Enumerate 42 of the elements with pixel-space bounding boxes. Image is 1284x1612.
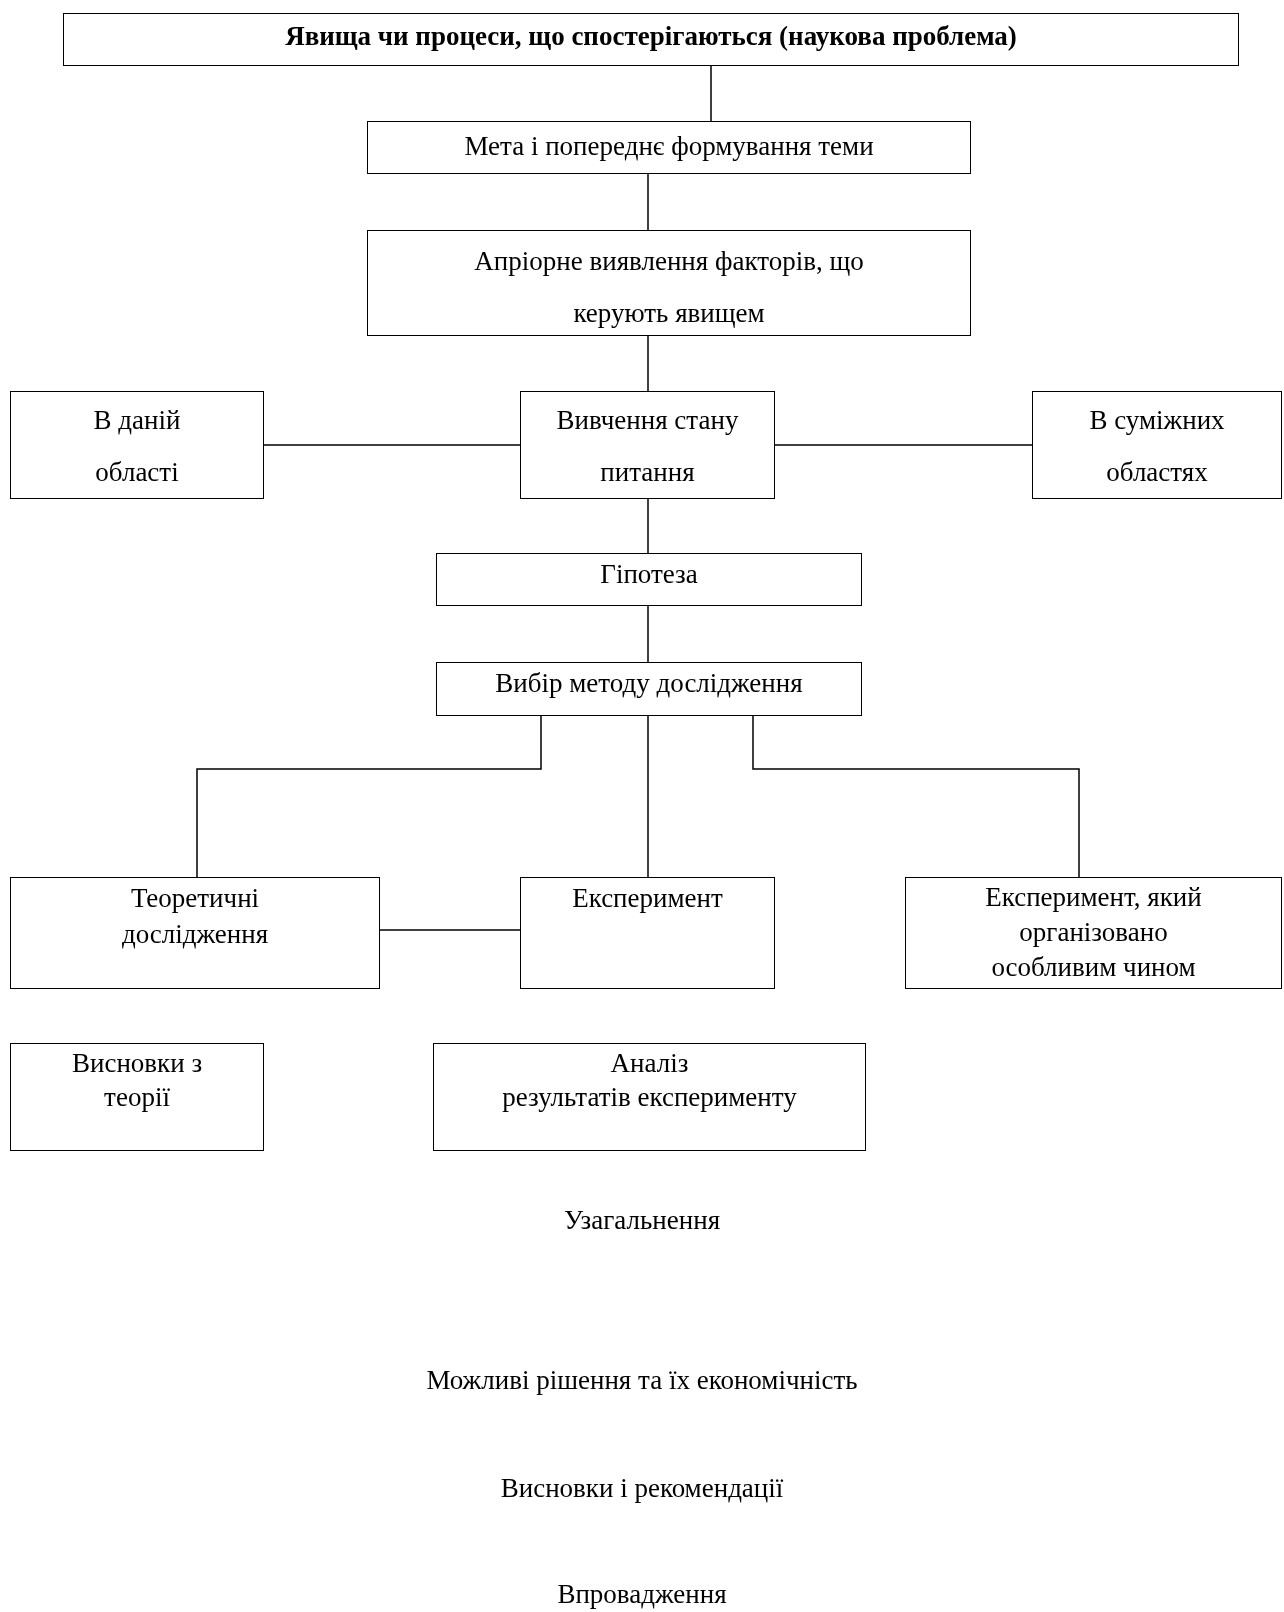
- process-box: [367, 121, 971, 174]
- connector-line: [647, 605, 649, 663]
- connector-line: [647, 173, 649, 231]
- box-text: Мета і попереднє формування теми: [464, 130, 874, 163]
- process-box: [10, 1043, 264, 1151]
- connector-line: [752, 715, 1080, 878]
- process-box: [520, 877, 775, 989]
- process-box: [367, 230, 971, 336]
- box-text: Аналіз: [610, 1047, 689, 1080]
- process-box: [1032, 391, 1282, 499]
- box-text: Теоретичні дослідження: [120, 882, 270, 951]
- process-box: [63, 13, 1239, 66]
- box-text: Експеримент, який організовано особливим чином: [984, 881, 1203, 984]
- box-text: В суміжних областях: [1088, 404, 1226, 489]
- box-text: Вивчення стану питання: [555, 404, 740, 489]
- box-text: Вибір методу дослідження: [495, 667, 803, 700]
- connector-line: [647, 335, 649, 392]
- connector-line: [379, 929, 521, 931]
- process-box: [520, 391, 775, 499]
- process-box: [436, 662, 862, 716]
- connector-line: [647, 715, 649, 878]
- process-box: [10, 391, 264, 499]
- step-text: Узагальнення: [563, 1205, 721, 1236]
- process-box: [10, 877, 380, 989]
- box-text: Гіпотеза: [600, 558, 698, 591]
- box-text: Висновки з теорії: [70, 1047, 204, 1114]
- step-text: Можливі рішення та їх економічність: [426, 1365, 858, 1396]
- process-box: [436, 553, 862, 606]
- box-text: Апріорне виявлення факторів, що керують явищем: [473, 245, 865, 330]
- box-text: Явища чи процеси, що спостерігаються (наукова проблема): [285, 20, 1017, 53]
- process-box: [433, 1043, 866, 1151]
- box-text: В даній області: [92, 404, 182, 489]
- box-text: Експеримент: [572, 882, 723, 915]
- step-text: Впровадження: [557, 1579, 727, 1610]
- connector-line: [774, 444, 1033, 446]
- connector-line: [647, 498, 649, 554]
- step-text: Висновки і рекомендації: [500, 1473, 784, 1504]
- process-box: [905, 877, 1282, 989]
- connector-line: [263, 444, 521, 446]
- connector-line: [196, 715, 542, 878]
- connector-line: [710, 65, 712, 122]
- box-text: результатів експерименту: [502, 1081, 797, 1114]
